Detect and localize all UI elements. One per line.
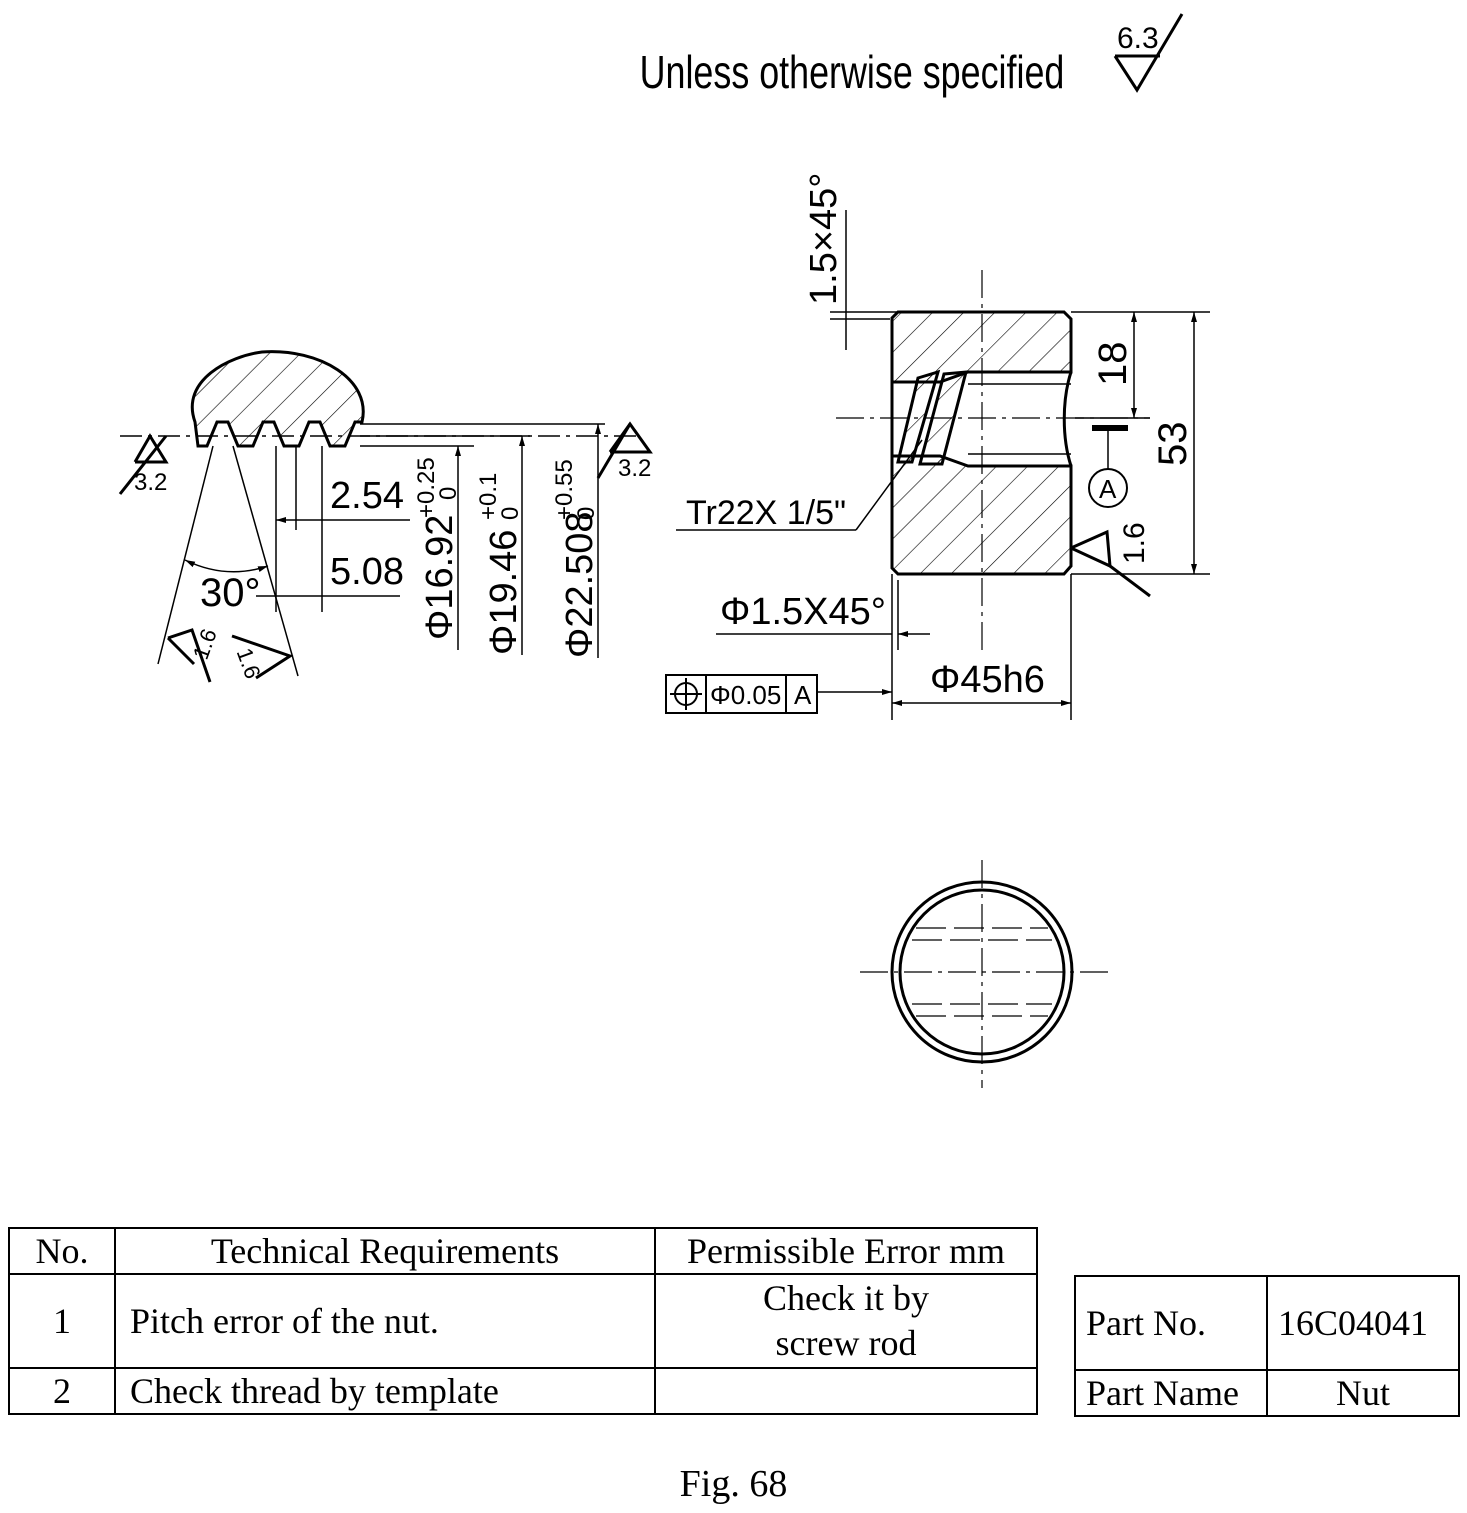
nut-section-view: 1.5×45° 18 53 A 1.6 Tr22X 1/5" Φ1. bbox=[665, 173, 1210, 720]
thread-profile-detail: 30° 2.54 5.08 3.2 3.2 1.6 1.6 bbox=[118, 350, 653, 683]
technical-requirements-table: No. Technical Requirements Permissible E… bbox=[8, 1227, 1038, 1415]
roughness-symbol-right: 3.2 bbox=[596, 421, 653, 482]
thread-callout: Tr22X 1/5" bbox=[686, 494, 846, 532]
part-name-label: Part Name bbox=[1074, 1369, 1268, 1417]
dim-53: 53 bbox=[1151, 422, 1195, 467]
row-no: 2 bbox=[8, 1367, 116, 1415]
datum-label: A bbox=[1099, 474, 1117, 504]
pitch-tol-upper: +0.1 bbox=[475, 473, 502, 520]
technical-drawing: Unless otherwise specified 6.3 30° 2.54 … bbox=[118, 13, 1210, 1088]
half-pitch-dim: 2.54 bbox=[330, 475, 404, 517]
table-header-row: No. Technical Requirements Permissible E… bbox=[8, 1227, 1038, 1275]
row-no: 1 bbox=[8, 1273, 116, 1369]
svg-text:3.2: 3.2 bbox=[134, 469, 167, 496]
header-error: Permissible Error mm bbox=[654, 1227, 1038, 1275]
row-error bbox=[654, 1367, 1038, 1415]
feature-control-frame: Φ0.05 A bbox=[665, 674, 892, 714]
major-tol-lower: 0 bbox=[573, 507, 600, 520]
table-row: 2 Check thread by template bbox=[8, 1367, 1038, 1415]
part-name-value: Nut bbox=[1266, 1369, 1460, 1417]
roughness-symbol-left: 3.2 bbox=[118, 433, 169, 496]
minor-tol-upper: +0.25 bbox=[413, 457, 440, 518]
major-tol-upper: +0.55 bbox=[551, 459, 578, 520]
svg-text:A: A bbox=[794, 680, 812, 710]
part-no-value: 16C04041 bbox=[1266, 1275, 1460, 1371]
svg-text:Φ0.05: Φ0.05 bbox=[710, 680, 781, 710]
dim-18: 18 bbox=[1091, 342, 1135, 387]
header-requirements: Technical Requirements bbox=[114, 1227, 656, 1275]
major-diameter-dim: Φ22.508 bbox=[559, 511, 601, 658]
thread-angle: 30° bbox=[200, 571, 261, 615]
outer-diameter-dim: Φ45h6 bbox=[930, 659, 1045, 701]
part-no-label: Part No. bbox=[1074, 1275, 1268, 1371]
nut-end-view bbox=[860, 860, 1114, 1088]
roughness-symbol-flank-right: 1.6 bbox=[231, 634, 294, 682]
figure-caption: Fig. 68 bbox=[679, 1463, 788, 1505]
chamfer-bottom-dim: Φ1.5X45° bbox=[720, 591, 886, 633]
roughness-symbol-face: 1.6 bbox=[1070, 522, 1151, 598]
pitch-tol-lower: 0 bbox=[497, 507, 524, 520]
minor-diameter-dim: Φ16.92 bbox=[419, 515, 461, 640]
pitch-dim: 5.08 bbox=[330, 551, 404, 593]
minor-tol-lower: 0 bbox=[435, 487, 462, 500]
roughness-symbol-flank-left: 1.6 bbox=[166, 625, 222, 683]
row-error: Check it by screw rod bbox=[654, 1273, 1038, 1369]
svg-text:6.3: 6.3 bbox=[1117, 22, 1159, 55]
svg-text:1.6: 1.6 bbox=[1118, 522, 1151, 564]
general-note: Unless otherwise specified bbox=[640, 47, 1065, 98]
header-no: No. bbox=[8, 1227, 116, 1275]
pitch-diameter-dim: Φ19.46 bbox=[483, 530, 525, 655]
table-row: 1 Pitch error of the nut. Check it by sc… bbox=[8, 1273, 1038, 1369]
svg-text:3.2: 3.2 bbox=[618, 455, 651, 482]
part-no-row: Part No. 16C04041 bbox=[1074, 1275, 1460, 1371]
row-requirement: Check thread by template bbox=[114, 1367, 656, 1415]
roughness-symbol-general: 6.3 bbox=[1113, 13, 1184, 93]
chamfer-top-dim: 1.5×45° bbox=[803, 173, 845, 305]
row-requirement: Pitch error of the nut. bbox=[114, 1273, 656, 1369]
part-name-row: Part Name Nut bbox=[1074, 1369, 1460, 1417]
part-info-table: Part No. 16C04041 Part Name Nut bbox=[1074, 1275, 1460, 1417]
